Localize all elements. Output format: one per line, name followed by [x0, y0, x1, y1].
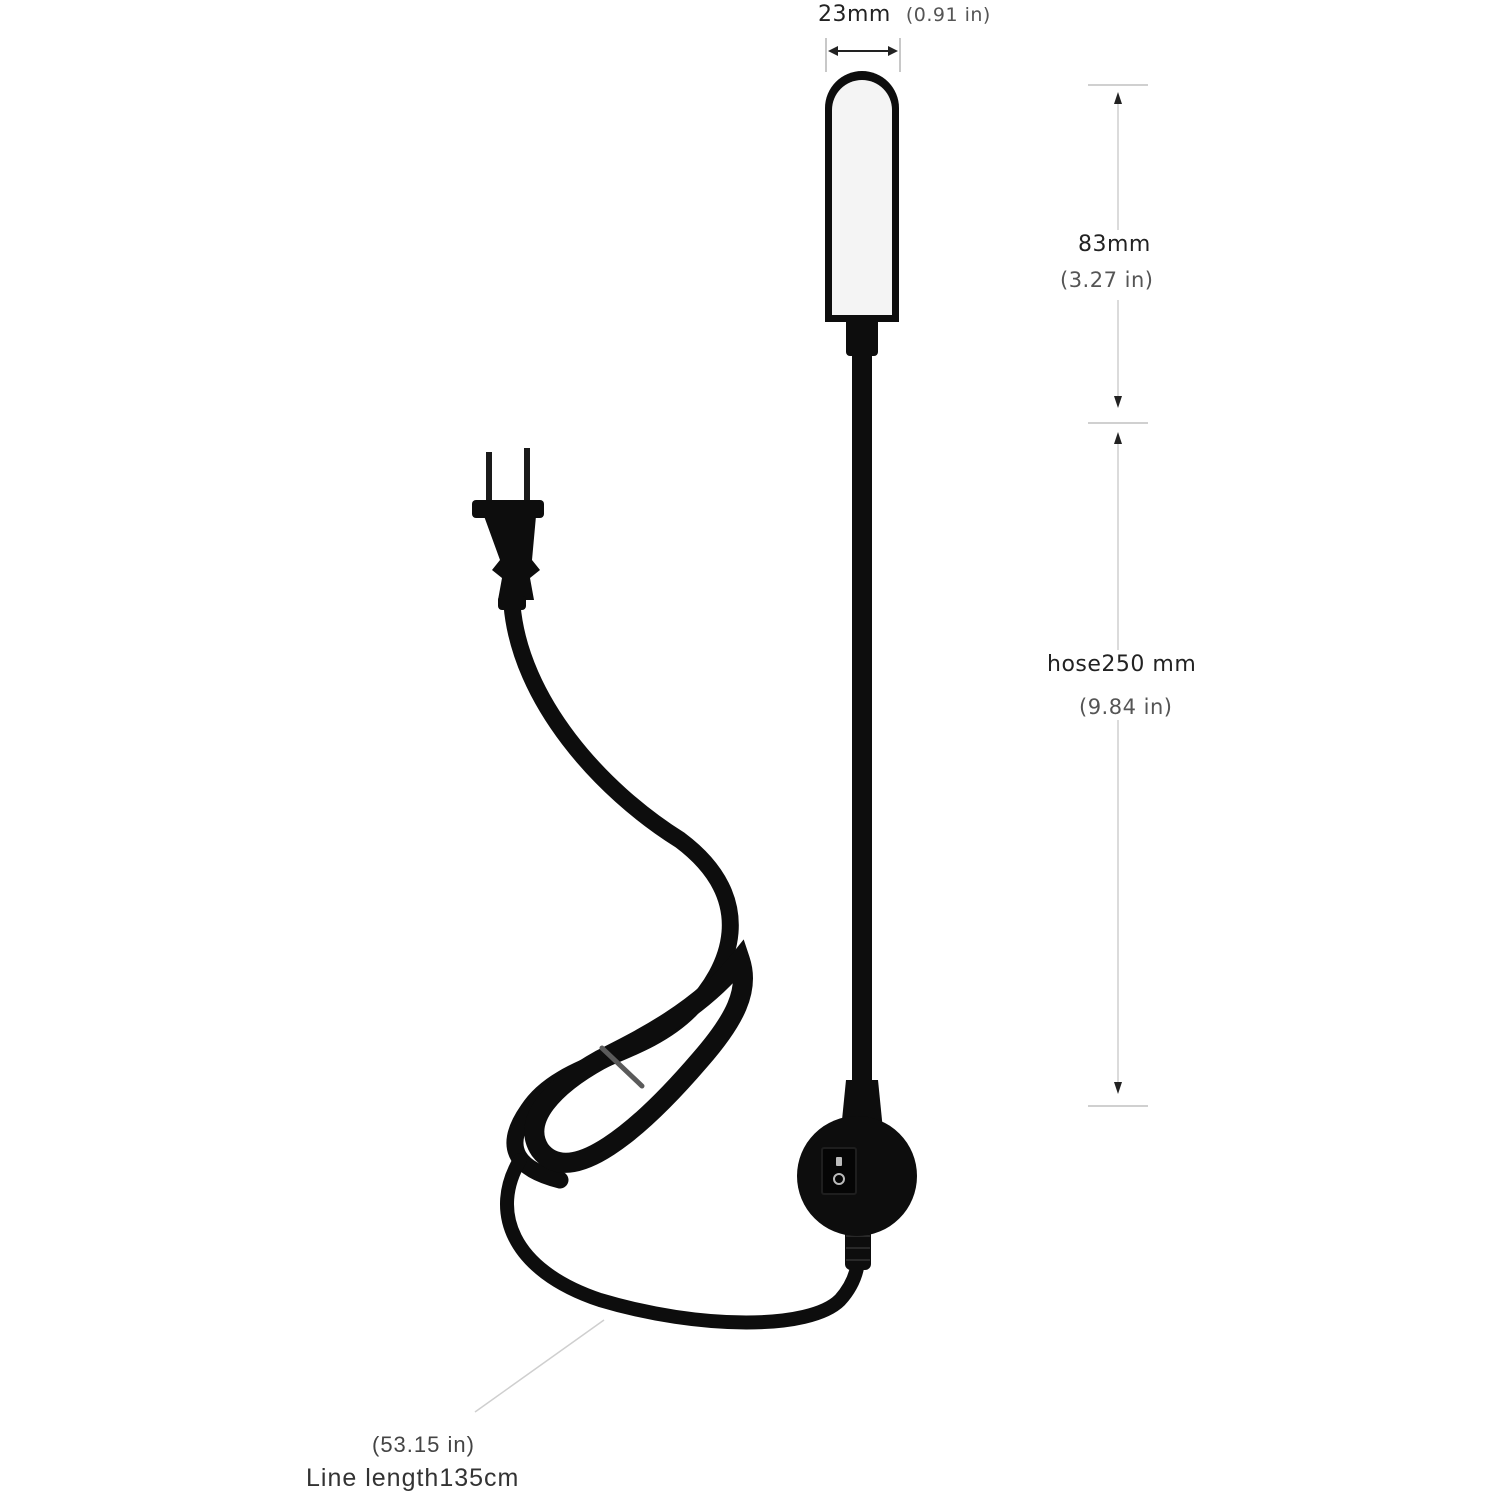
width-metric: 23mm [818, 2, 891, 27]
power-cord [500, 596, 866, 1330]
line-length-leader [474, 1319, 605, 1413]
switch-on-mark [836, 1157, 842, 1166]
hose-imperial: (9.84 in) [1079, 695, 1173, 719]
lamp-head [825, 71, 899, 322]
head-height-imperial: (3.27 in) [1060, 268, 1154, 292]
hose-label: hose250 mm [1047, 652, 1196, 677]
round-base [797, 1116, 917, 1236]
hose-prefix: hose [1047, 652, 1102, 677]
line-length-imperial: (53.15 in) [372, 1432, 475, 1457]
head-height-metric: 83mm [1078, 232, 1151, 257]
us-plug [472, 448, 544, 610]
hose-unit: mm [1152, 652, 1197, 677]
width-label: 23mm (0.91 in) [818, 2, 991, 27]
height-dimension-lines [1088, 84, 1148, 1107]
hose-value: 250 [1101, 652, 1145, 677]
width-imperial: (0.91 in) [905, 4, 991, 26]
width-dimension-line [825, 38, 901, 72]
rocker-switch[interactable] [821, 1147, 857, 1195]
line-length-label: Line length135cm [306, 1464, 520, 1492]
gooseneck-hose [852, 320, 872, 1100]
switch-off-mark [833, 1173, 845, 1185]
